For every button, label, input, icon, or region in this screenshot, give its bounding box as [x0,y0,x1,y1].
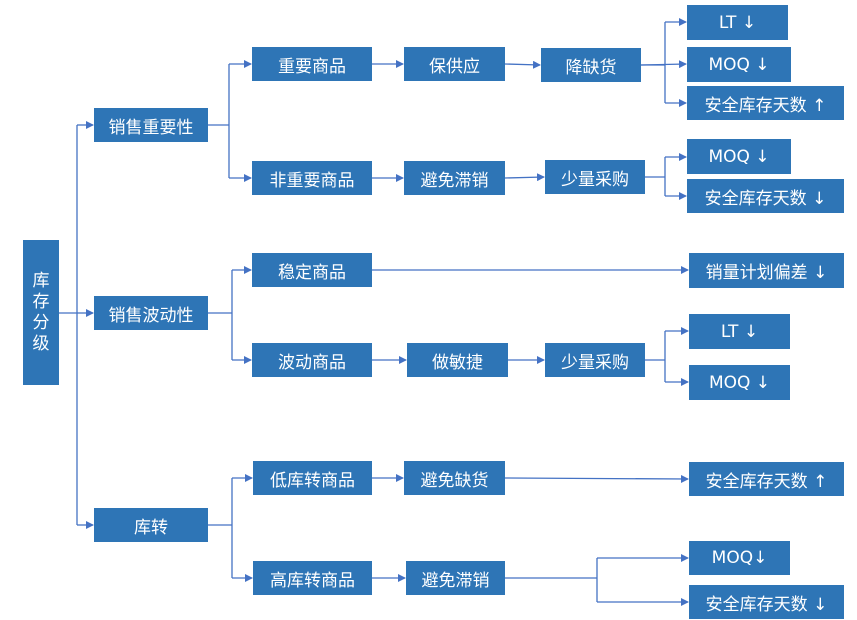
node-high-turnover-goods: 高库转商品 [253,561,372,595]
node-volatile-outcome-lt: LT ↓ [689,314,790,349]
root-char-3: 分 [32,312,50,333]
node-important-outcome-lt: LT ↓ [687,5,788,40]
node-high-turnover-strategy: 避免滞销 [406,561,505,595]
volatility-connector-spine [208,270,233,360]
unimportant-outcome-spine [645,157,666,196]
node-volatile-action: 少量采购 [545,343,645,377]
arrow-to-important-action [504,60,541,69]
node-low-turnover-strategy: 避免缺货 [404,461,505,495]
arrow-to-unimportant-action [504,173,545,182]
node-unimportant-strategy: 避免滞销 [404,161,505,195]
root-char-1: 库 [32,270,50,291]
node-stable-goods: 稳定商品 [252,253,372,287]
node-unimportant-action: 少量采购 [545,160,645,194]
volatile-outcome-spine [645,331,666,382]
turnover-connector-spine [208,478,233,578]
node-unimportant-goods: 非重要商品 [252,161,372,195]
node-low-turnover-goods: 低库转商品 [253,461,372,495]
node-volatile-goods: 波动商品 [252,343,372,377]
root-node: 库 存 分 级 [23,240,59,385]
node-volatile-strategy: 做敏捷 [407,343,508,377]
node-high-turnover-outcome-moq: MOQ↓ [689,541,790,575]
root-connector-spine [59,125,78,525]
node-sales-importance: 销售重要性 [94,108,208,142]
node-low-turnover-outcome: 安全库存天数 ↑ [689,462,844,496]
node-unimportant-outcome-safety-stock: 安全库存天数 ↓ [687,179,844,213]
node-volatile-outcome-moq: MOQ ↓ [689,365,790,400]
arrow-to-low-outcome [504,474,689,483]
node-high-turnover-outcome-safety-stock: 安全库存天数 ↓ [689,585,844,619]
important-outcome-spine [641,22,666,103]
node-important-outcome-moq: MOQ ↓ [687,47,791,82]
node-important-outcome-safety-stock: 安全库存天数 ↑ [687,86,844,120]
node-important-strategy: 保供应 [404,47,505,81]
node-important-action: 降缺货 [541,48,641,82]
root-char-4: 级 [32,333,50,354]
root-char-2: 存 [32,291,50,312]
node-turnover: 库转 [94,508,208,542]
node-unimportant-outcome-moq: MOQ ↓ [687,139,791,174]
high-outcome-spine [505,558,598,602]
node-stable-outcome: 销量计划偏差 ↓ [689,253,844,288]
node-sales-volatility: 销售波动性 [94,296,208,330]
arrow-to-important-outcome-2 [640,60,687,69]
importance-connector-spine [208,64,230,178]
node-important-goods: 重要商品 [252,47,372,81]
